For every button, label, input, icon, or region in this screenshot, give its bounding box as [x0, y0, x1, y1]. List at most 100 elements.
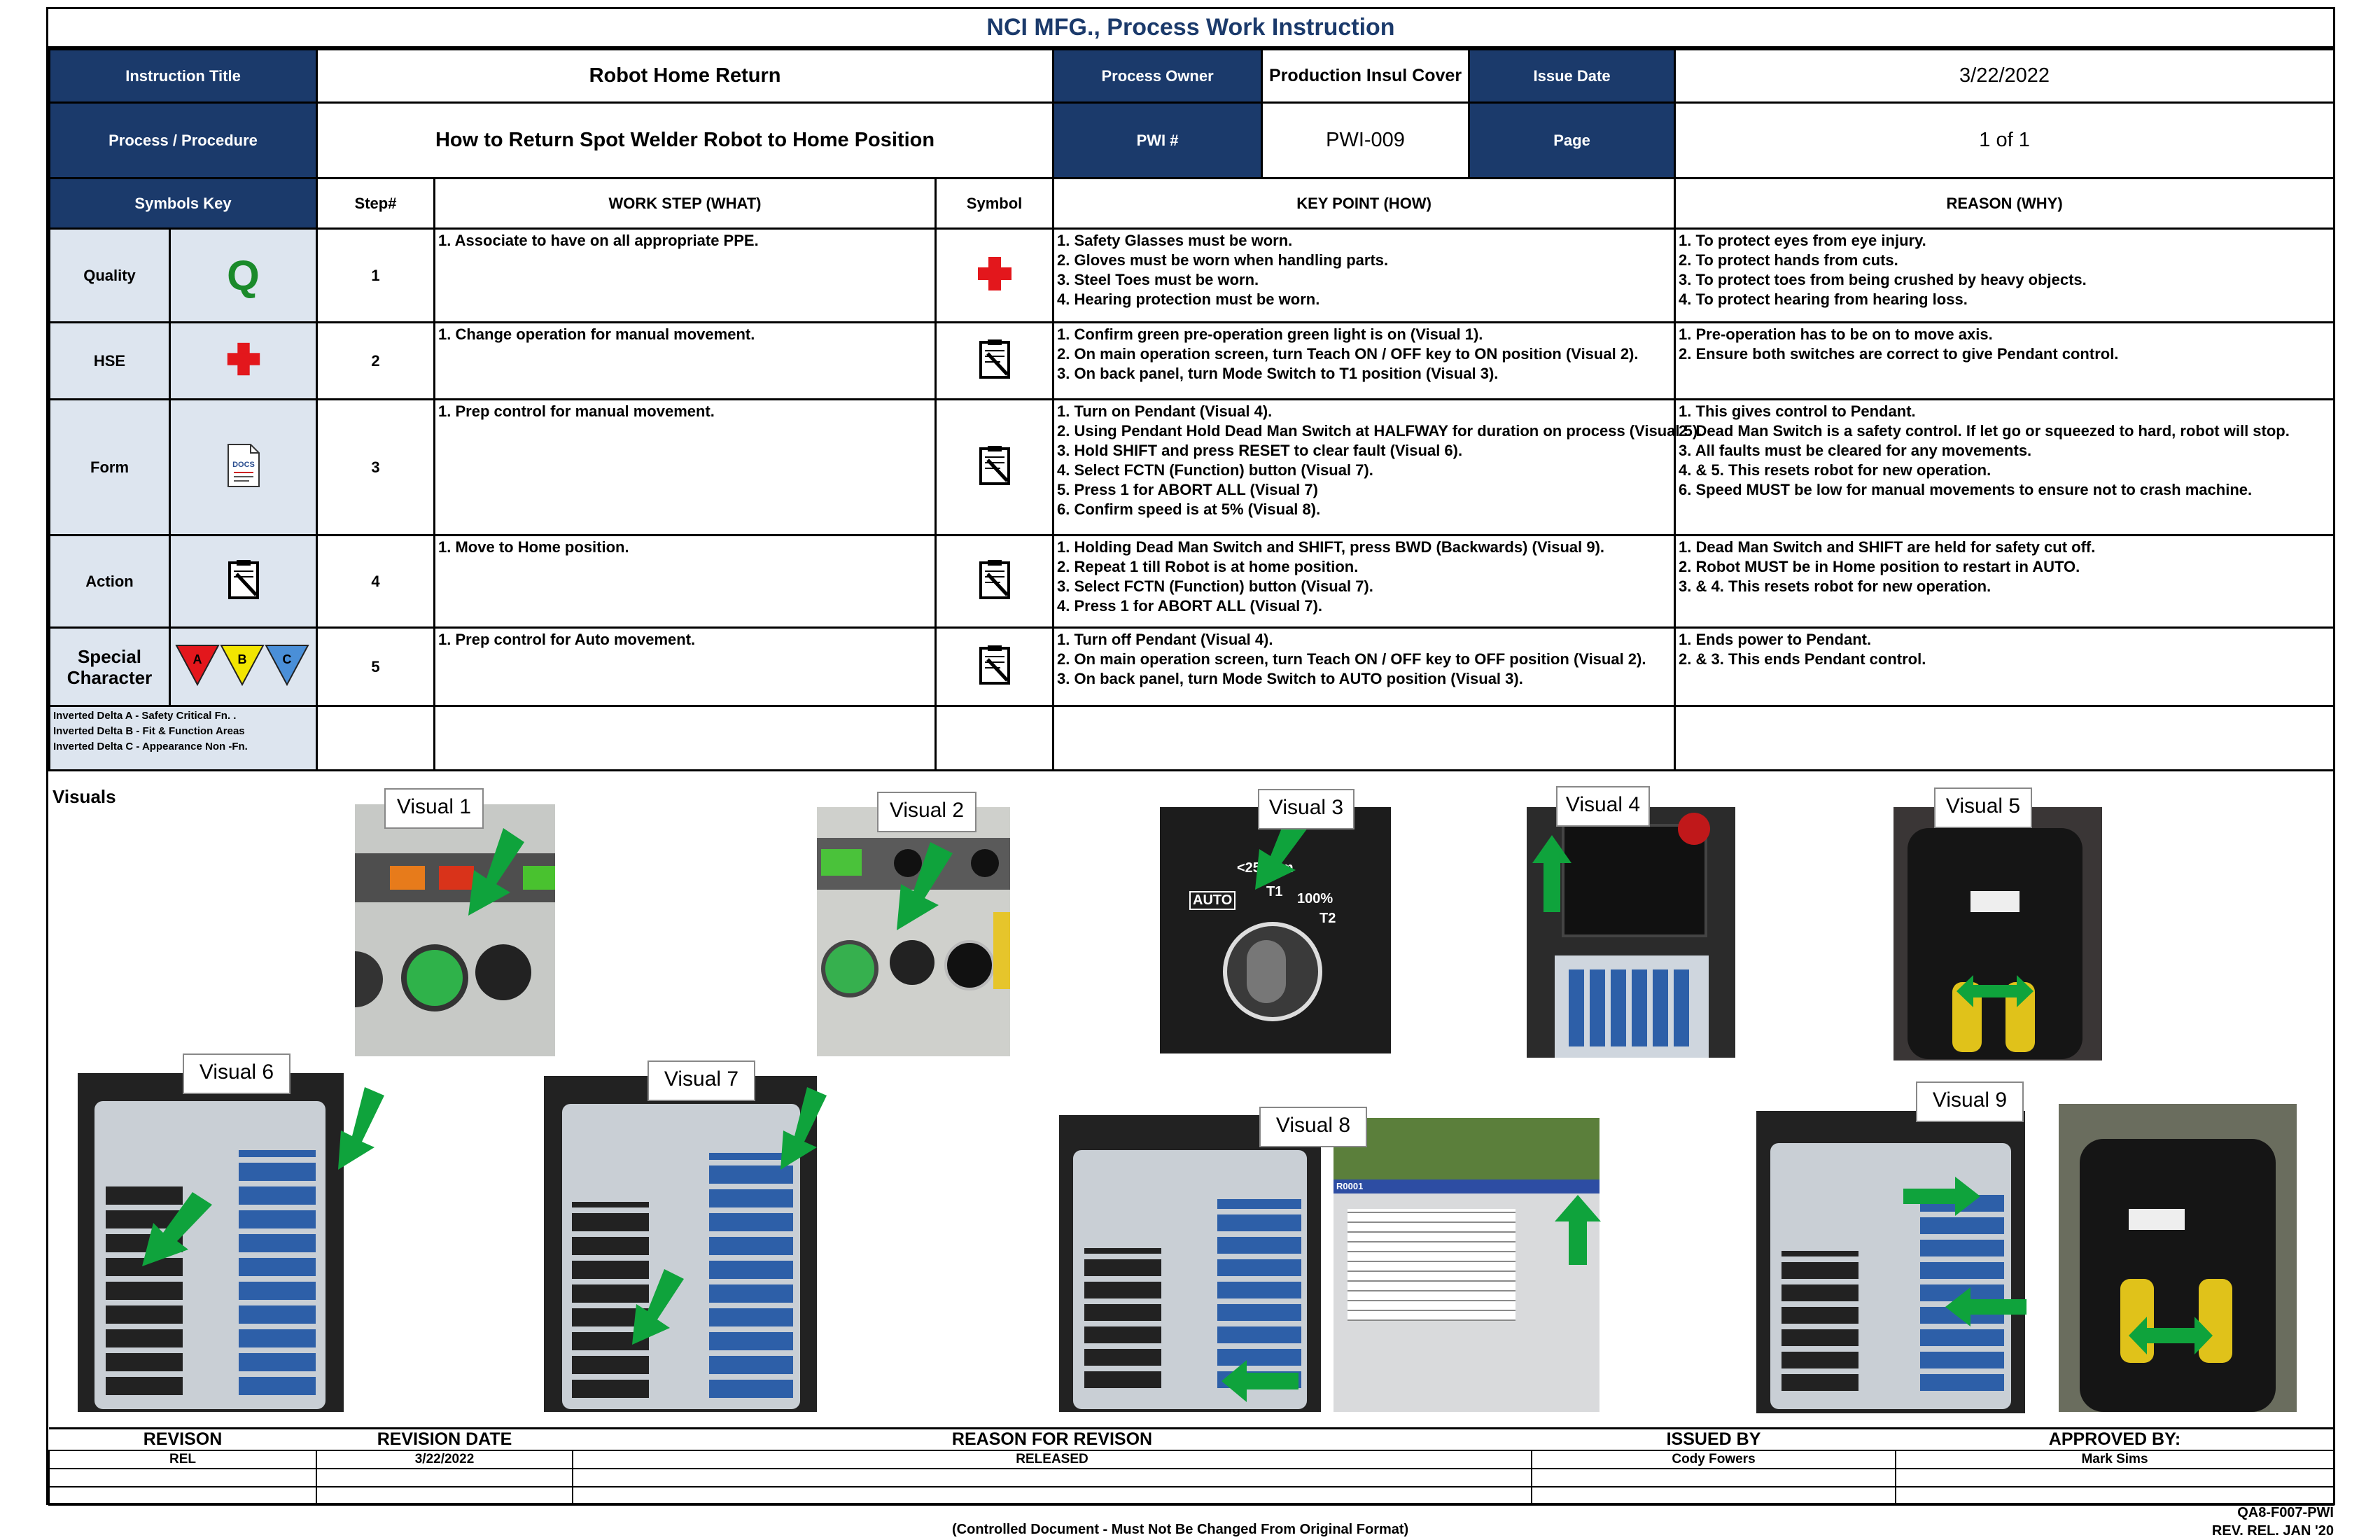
- step-number: 4: [316, 534, 436, 629]
- hse-key-label: HSE: [48, 321, 171, 400]
- visual-9-deadman-photo: [2059, 1104, 2297, 1412]
- green-arrow-icon: [1903, 1177, 1980, 1216]
- visual-9-pendant-photo: [1756, 1111, 2025, 1413]
- visual-2-photo: [817, 807, 1010, 1056]
- delta-notes: Inverted Delta A - Safety Critical Fn. .…: [48, 705, 318, 771]
- process-procedure-value: How to Return Spot Welder Robot to Home …: [316, 102, 1055, 179]
- step-symbol: [934, 626, 1055, 707]
- svg-text:DOCS: DOCS: [232, 461, 255, 469]
- step-number: 1: [316, 227, 436, 323]
- revision-value: REL: [48, 1450, 317, 1469]
- reason-text: 1. Ends power to Pendant.2. & 3. This en…: [1674, 626, 2336, 707]
- green-double-arrow-icon: [1956, 975, 2033, 1007]
- visual-8-pendant-photo: [1059, 1115, 1321, 1412]
- process-owner-label: Process Owner: [1052, 48, 1264, 104]
- instruction-title-label: Instruction Title: [48, 48, 318, 104]
- hse-key-icon: [168, 321, 318, 400]
- form-key-label: Form: [48, 398, 171, 536]
- percent-marking: 100%: [1297, 891, 1334, 906]
- green-arrow-icon: [142, 1192, 212, 1266]
- action-key-icon: [168, 534, 318, 629]
- process-procedure-label: Process / Procedure: [48, 102, 318, 179]
- instruction-table: Instruction Title Robot Home Return Proc…: [48, 48, 2336, 771]
- visual-4-label: Visual 4: [1556, 786, 1650, 827]
- action-clipboard-icon: [979, 645, 1010, 685]
- work-step-header: WORK STEP (WHAT): [433, 177, 937, 230]
- red-cross-icon: [977, 256, 1011, 290]
- green-arrow-icon: [1555, 1195, 1601, 1265]
- t2-marking: T2: [1320, 911, 1336, 926]
- visual-9-label: Visual 9: [1916, 1082, 2024, 1122]
- docs-icon: DOCS: [227, 443, 260, 487]
- reason-text: 1. Pre-operation has to be on to move ax…: [1674, 321, 2336, 400]
- key-point-text: 1. Holding Dead Man Switch and SHIFT, pr…: [1052, 534, 1676, 629]
- svg-text:A: A: [192, 652, 202, 666]
- visual-5-photo: [1893, 807, 2102, 1060]
- symbols-key-header: Symbols Key: [48, 177, 318, 230]
- visual-1-photo: [355, 804, 555, 1056]
- issued-by-value: Cody Fowers: [1531, 1450, 1896, 1469]
- svg-text:B: B: [237, 652, 246, 666]
- empty-cell: [1052, 705, 1676, 771]
- green-arrow-icon: [1945, 1287, 2026, 1326]
- visual-5-label: Visual 5: [1934, 788, 2032, 828]
- key-point-text: 1. Turn off Pendant (Visual 4).2. On mai…: [1052, 626, 1676, 707]
- reason-text: 1. Dead Man Switch and SHIFT are held fo…: [1674, 534, 2336, 629]
- green-arrow-icon: [1255, 814, 1310, 890]
- symbol-header: Symbol: [934, 177, 1055, 230]
- visual-7-label: Visual 7: [648, 1060, 755, 1101]
- work-instruction-sheet: NCI MFG., Process Work Instruction Instr…: [46, 7, 2336, 1506]
- svg-text:C: C: [282, 652, 291, 666]
- green-arrow-icon: [632, 1269, 684, 1345]
- inverted-delta-icons: A B C: [174, 644, 309, 686]
- controlled-document-note: (Controlled Document - Must Not Be Chang…: [952, 1522, 1409, 1537]
- form-id: QA8-F007-PWI: [2237, 1505, 2334, 1520]
- action-clipboard-icon: [979, 339, 1010, 379]
- form-key-icon: DOCS: [168, 398, 318, 536]
- empty-cell: [1674, 705, 2336, 771]
- step-row: Action 4 1. Move to Home position. 1. Ho…: [48, 534, 2336, 629]
- quality-key-label: Quality: [48, 227, 171, 323]
- step-number: 5: [316, 626, 436, 707]
- reason-header: REASON (WHY): [1674, 177, 2336, 230]
- green-arrow-icon: [780, 1087, 827, 1170]
- instruction-title-value: Robot Home Return: [316, 48, 1055, 104]
- visual-6-photo: [78, 1073, 344, 1412]
- key-point-text: 1. Safety Glasses must be worn.2. Gloves…: [1052, 227, 1676, 323]
- action-clipboard-icon: [979, 559, 1010, 599]
- revision-reason-header: REASON FOR REVISON: [573, 1427, 1532, 1451]
- pwi-value: PWI-009: [1261, 102, 1471, 179]
- step-number: 3: [316, 398, 436, 536]
- green-double-arrow-icon: [2129, 1317, 2213, 1354]
- visual-8-label: Visual 8: [1259, 1107, 1367, 1147]
- auto-marking: AUTO: [1189, 891, 1236, 910]
- step-symbol: [934, 227, 1055, 323]
- key-point-text: 1. Confirm green pre-operation green lig…: [1052, 321, 1676, 400]
- green-arrow-icon: [468, 828, 524, 916]
- pwi-label: PWI #: [1052, 102, 1264, 179]
- approved-by-value: Mark Sims: [1895, 1450, 2334, 1469]
- issue-date-value: 3/22/2022: [1674, 48, 2336, 104]
- page-value: 1 of 1: [1674, 102, 2336, 179]
- quality-q-icon: Q: [227, 252, 260, 299]
- work-step-text: 1. Change operation for manual movement.: [433, 321, 937, 400]
- step-row: HSE 2 1. Change operation for manual mov…: [48, 321, 2336, 400]
- action-clipboard-icon: [227, 559, 259, 599]
- special-character-icons: A B C: [168, 626, 318, 707]
- visual-1-label: Visual 1: [384, 788, 484, 829]
- work-step-text: 1. Prep control for Auto movement.: [433, 626, 937, 707]
- issue-date-label: Issue Date: [1468, 48, 1676, 104]
- action-clipboard-icon: [979, 445, 1010, 485]
- visual-6-label: Visual 6: [183, 1054, 290, 1094]
- quality-key-icon: Q: [168, 227, 318, 323]
- work-step-text: 1. Move to Home position.: [433, 534, 937, 629]
- step-number: 2: [316, 321, 436, 400]
- revision-reason-value: RELEASED: [572, 1450, 1532, 1469]
- empty-cell: [934, 705, 1055, 771]
- approved-by-header: APPROVED BY:: [1896, 1427, 2334, 1451]
- key-point-header: KEY POINT (HOW): [1052, 177, 1676, 230]
- work-step-text: 1. Prep control for manual movement.: [433, 398, 937, 536]
- reason-text: 1. To protect eyes from eye injury.2. To…: [1674, 227, 2336, 323]
- process-owner-value: Production Insul Cover: [1261, 48, 1471, 104]
- green-arrow-icon: [1532, 835, 1572, 912]
